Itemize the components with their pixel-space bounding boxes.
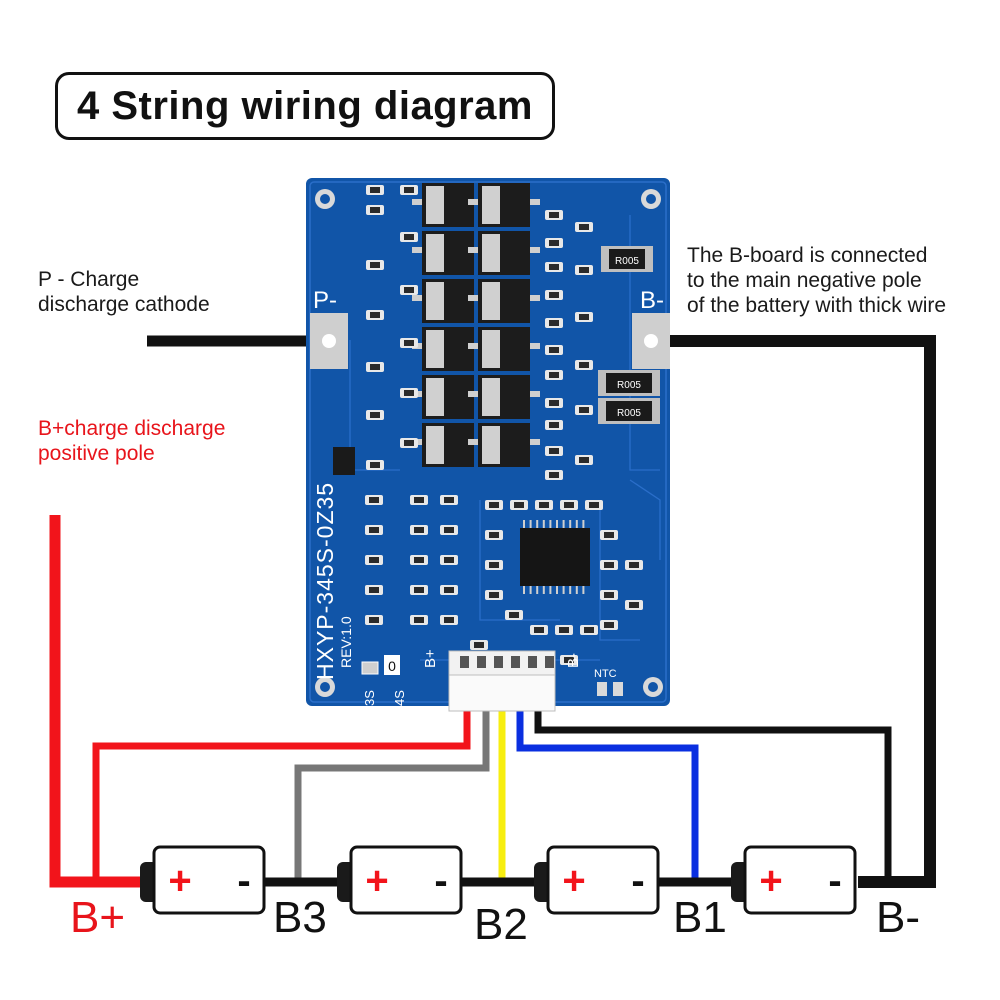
mosfet	[468, 327, 540, 371]
ntc-label: NTC	[594, 668, 617, 680]
note-line: B+charge discharge	[38, 417, 226, 440]
balance-wire-blue	[516, 683, 699, 882]
note-b-board: The B-board is connected to the main neg…	[687, 243, 946, 318]
mosfet	[468, 423, 540, 467]
select-label-3s: 3S	[362, 690, 377, 706]
balance-wire-red	[92, 683, 471, 882]
note-b-plus: B+charge discharge positive pole	[38, 416, 225, 466]
svg-text:R005: R005	[617, 408, 641, 419]
bms-ic	[520, 520, 590, 594]
note-line: to the main negative pole	[687, 269, 922, 292]
b-minus-thick-wire	[650, 335, 936, 888]
mosfet	[412, 375, 484, 419]
mosfet	[412, 231, 484, 275]
cell-plus-sign: +	[562, 859, 585, 903]
diagram-title: 4 String wiring diagram	[76, 83, 533, 128]
cell-minus-sign: -	[237, 859, 250, 903]
battery-cells: +-+-+-+-	[140, 845, 857, 915]
sot-transistor	[333, 447, 355, 475]
cell-plus-sign: +	[365, 859, 388, 903]
select-value: 0	[388, 658, 396, 674]
sense-resistor: R005	[598, 370, 660, 396]
cell-minus-sign: -	[631, 859, 644, 903]
cell-body	[152, 845, 266, 915]
cell-plus-sign: +	[759, 859, 782, 903]
terminal-label-b-minus: B-	[876, 893, 920, 942]
select-label-4s: 4S	[392, 690, 407, 706]
mosfet	[412, 183, 484, 227]
mosfet	[468, 279, 540, 323]
p-minus-pad	[310, 313, 348, 369]
battery-cell: +-	[534, 845, 660, 915]
board-model-text: HXYP-345S-0Z35	[312, 482, 338, 680]
board-rev-text: REV:1.0	[338, 616, 354, 668]
pad-label-b-minus: B-	[640, 287, 664, 314]
cell-minus-sign: -	[828, 859, 841, 903]
cell-body	[546, 845, 660, 915]
cell-plus-sign: +	[168, 859, 191, 903]
mosfet	[468, 375, 540, 419]
mounting-holes	[315, 189, 663, 697]
cell-body	[349, 845, 463, 915]
balance-wire-gray	[294, 683, 490, 882]
wires	[49, 335, 936, 888]
note-p-minus: P - Charge discharge cathode	[38, 267, 210, 317]
cell-minus-sign: -	[434, 859, 447, 903]
battery-cell: +-	[337, 845, 463, 915]
pad-label-p-minus: P-	[313, 287, 337, 314]
sense-resistor: R005	[601, 246, 653, 272]
mosfet	[412, 279, 484, 323]
terminal-label-b-plus: B+	[70, 893, 126, 942]
note-line: discharge cathode	[38, 293, 210, 316]
svg-text:R005: R005	[617, 380, 641, 391]
balance-connector	[448, 650, 556, 712]
svg-text:R005: R005	[615, 256, 639, 267]
note-line: The B-board is connected	[687, 244, 928, 267]
title-box: 4 String wiring diagram	[55, 72, 555, 140]
b-plus-main-wire	[49, 515, 140, 888]
mosfet	[412, 327, 484, 371]
terminal-label-b3: B3	[273, 893, 327, 942]
battery-cell: +-	[731, 845, 857, 915]
note-line: of the battery with thick wire	[687, 294, 947, 317]
connector-label-b-minus: B-	[565, 653, 582, 668]
b-minus-pad	[632, 313, 670, 369]
battery-cell: +-	[140, 845, 266, 915]
mosfet-array	[412, 183, 540, 467]
cell-body	[743, 845, 857, 915]
terminal-label-b2: B2	[474, 900, 528, 949]
smd-components	[365, 185, 643, 665]
sense-resistor: R005	[598, 398, 660, 424]
note-line: positive pole	[38, 442, 155, 465]
terminal-label-b1: B1	[673, 893, 727, 942]
bms-board: P- B- R005 R005 R005	[306, 178, 670, 712]
connector-label-b-plus: B+	[422, 649, 439, 668]
mosfet	[468, 183, 540, 227]
mosfet	[468, 231, 540, 275]
note-line: P - Charge	[38, 268, 140, 291]
